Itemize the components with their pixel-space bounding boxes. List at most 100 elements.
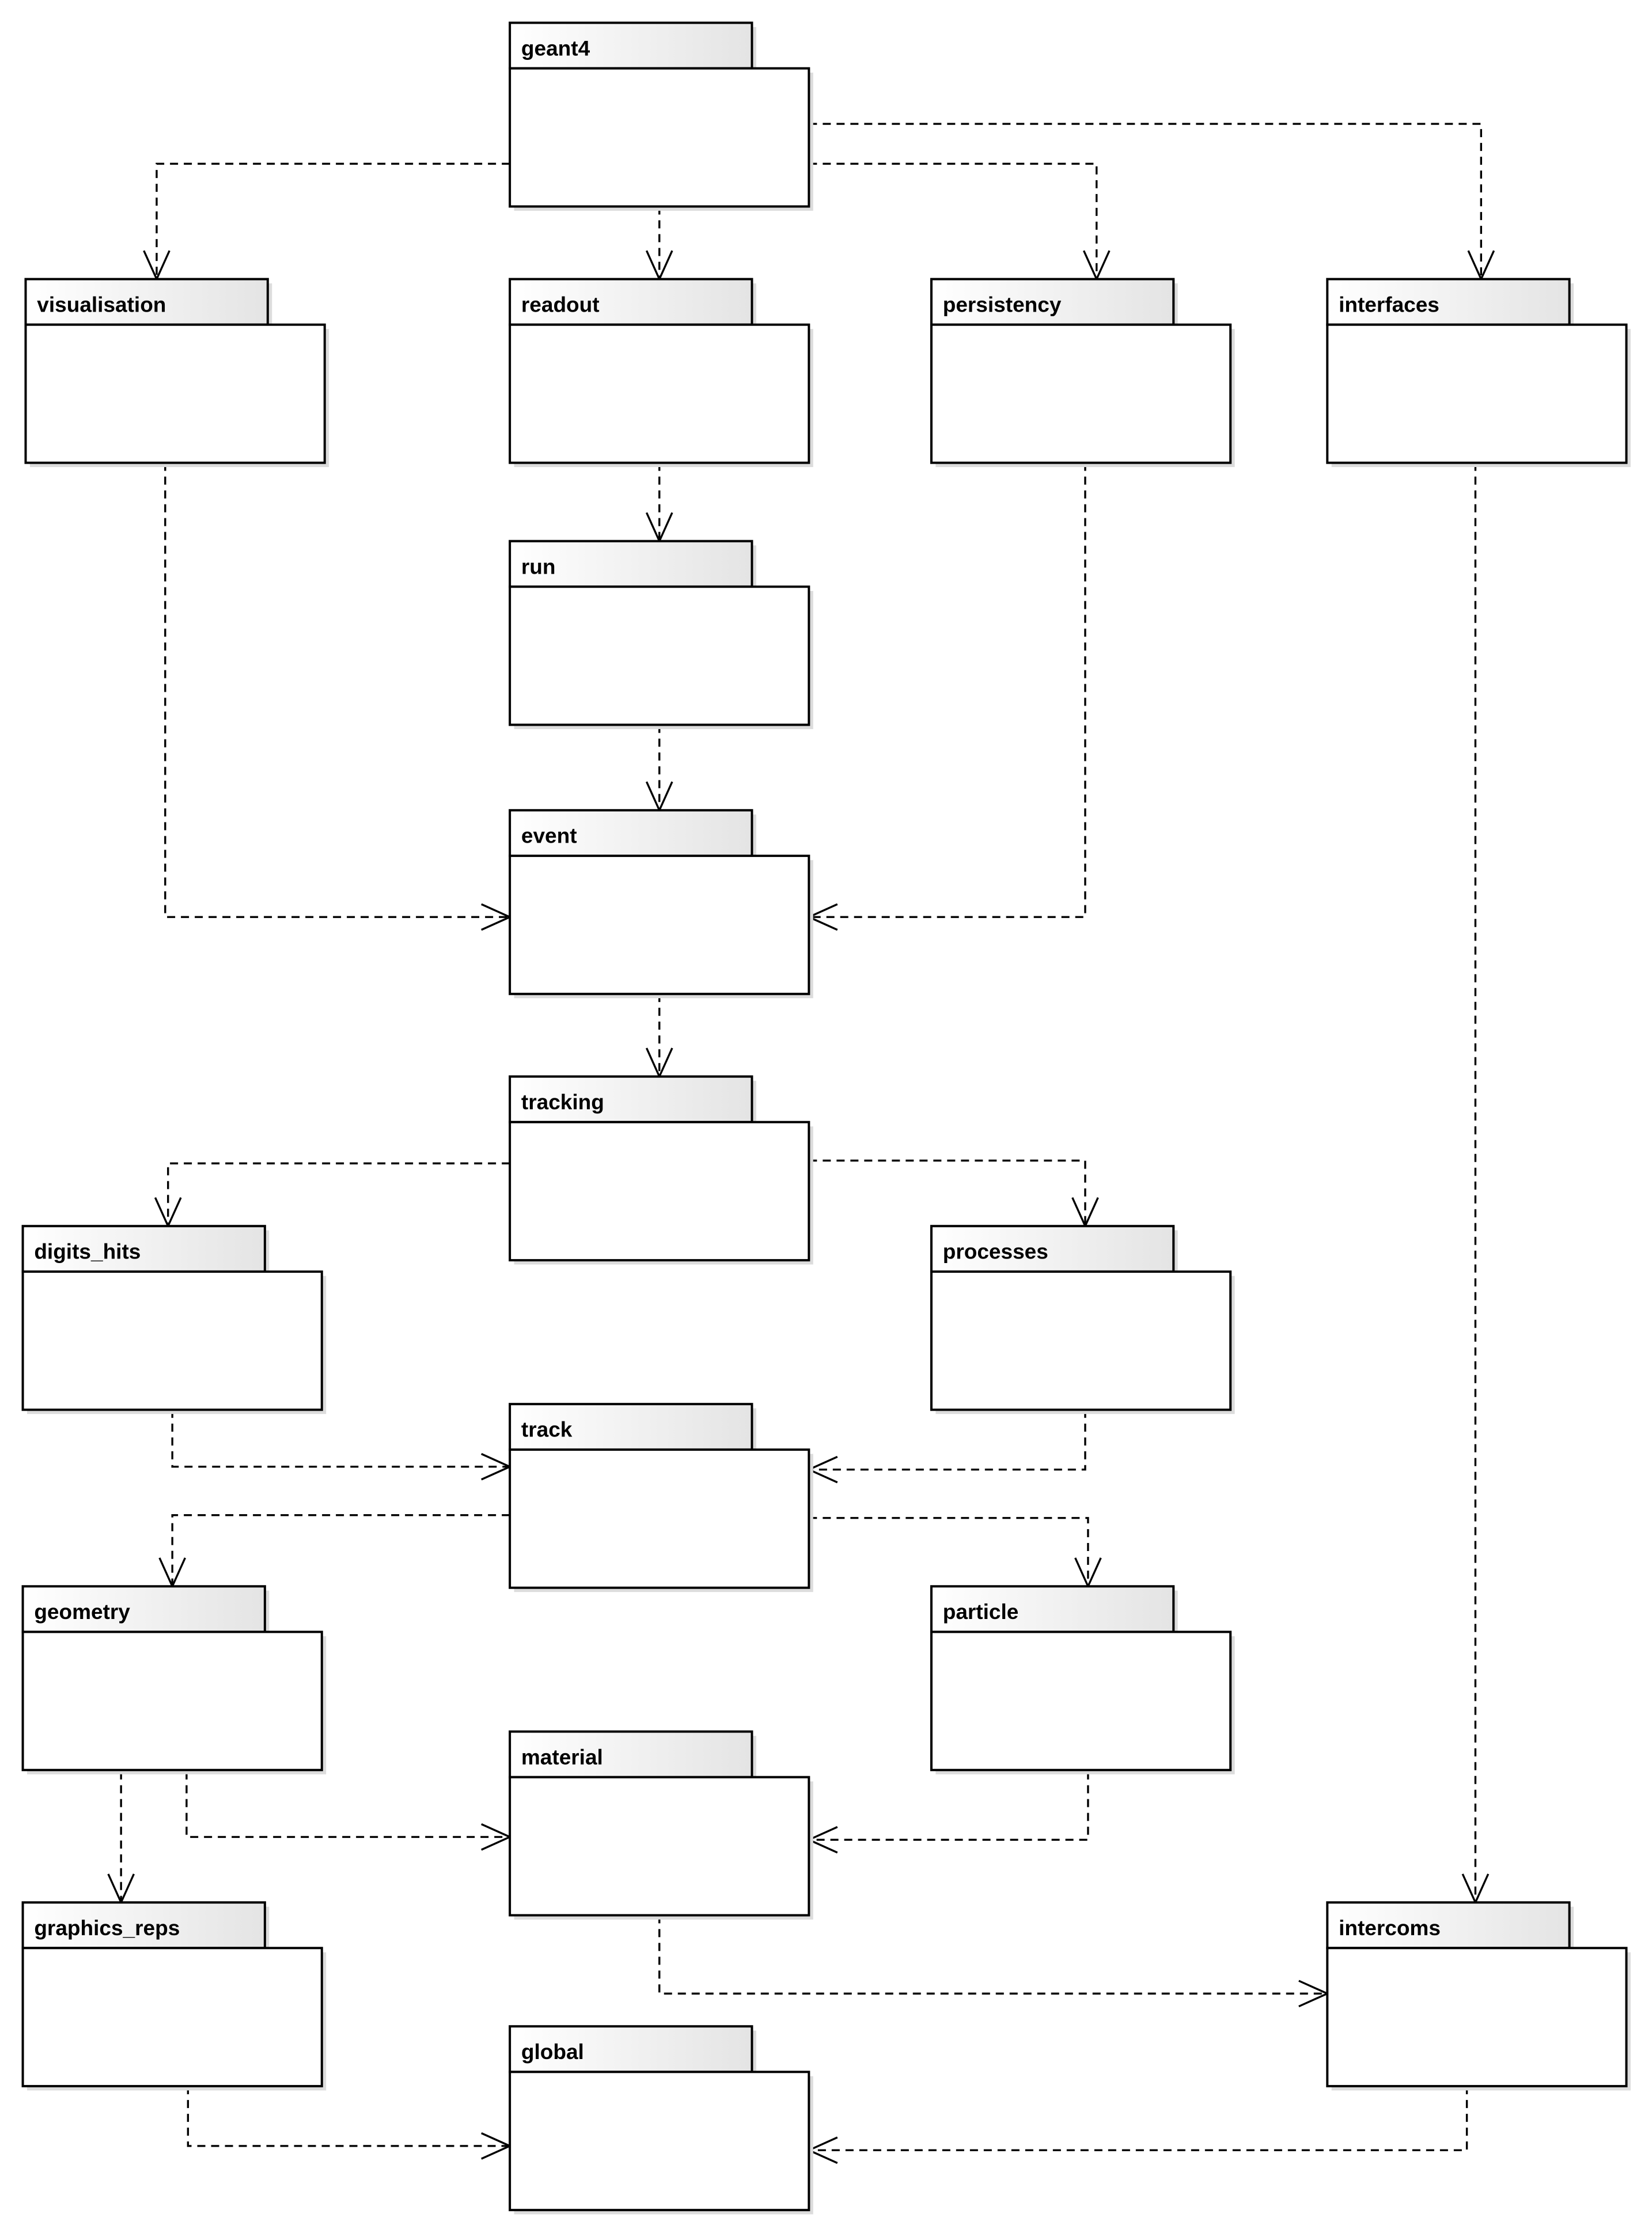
package-name-label: particle (943, 1600, 1019, 1624)
package-tab (509, 21, 753, 70)
dependency-event-to-tracking (645, 994, 673, 1079)
package-tab (1326, 1901, 1571, 1950)
dependency-line (809, 1409, 1086, 1471)
package-name-label: track (521, 1418, 573, 1442)
dependency-geant4-to-readout (645, 206, 673, 282)
dependency-line (809, 1159, 1086, 1226)
dependency-geant4-to-visualisation (143, 162, 510, 282)
dependency-tracking-to-digits_hits (154, 1162, 510, 1229)
package-geant4[interactable]: geant4 (509, 21, 813, 211)
package-body (24, 323, 326, 464)
package-intercoms[interactable]: intercoms (1326, 1901, 1631, 2091)
package-body (1326, 1947, 1628, 2088)
package-visualisation[interactable]: visualisation (24, 278, 329, 467)
package-nodes: geant4 visualisation readout persistency int… (21, 21, 1631, 2215)
package-name-label: event (521, 824, 577, 848)
dependency-particle-to-material (806, 1771, 1089, 1854)
package-digits_hits[interactable]: digits_hits (21, 1224, 327, 1415)
package-body (509, 1448, 810, 1589)
dependency-digits_hits-to-track (171, 1409, 513, 1481)
dependency-line (164, 462, 510, 918)
package-tracking[interactable]: tracking (509, 1075, 813, 1265)
package-name-label: tracking (521, 1090, 604, 1114)
package-body (21, 1631, 323, 1772)
dependency-line (658, 1915, 1328, 1995)
package-body (509, 585, 810, 726)
dependency-processes-to-track (806, 1409, 1086, 1484)
package-run[interactable]: run (509, 540, 813, 729)
package-event[interactable]: event (509, 809, 813, 999)
package-name-label: readout (521, 293, 600, 316)
package-tab (930, 278, 1175, 326)
package-graphics_reps[interactable]: graphics_reps (21, 1901, 327, 2091)
package-name-label: material (521, 1745, 603, 1769)
package-name-label: geometry (34, 1600, 130, 1624)
dependency-geant4-to-interfaces (809, 123, 1495, 282)
package-body (509, 2071, 810, 2212)
package-name-label: interfaces (1339, 293, 1439, 316)
package-body (930, 1270, 1232, 1411)
package-body (21, 1270, 323, 1411)
package-name-label: global (521, 2040, 584, 2064)
package-tab (21, 1585, 266, 1633)
package-name-label: graphics_reps (34, 1916, 180, 1940)
package-body (1326, 323, 1628, 464)
package-readout[interactable]: readout (509, 278, 813, 467)
dependency-geometry-to-material (185, 1771, 513, 1851)
package-body (930, 323, 1232, 464)
dependency-track-to-particle (809, 1516, 1102, 1589)
dependency-graphics_reps-to-global (187, 2086, 513, 2160)
package-tab (930, 1224, 1175, 1273)
package-name-label: digits_hits (34, 1240, 141, 1264)
dependency-line (809, 1516, 1089, 1587)
package-global[interactable]: global (509, 2025, 813, 2215)
dependency-line (167, 1162, 510, 1226)
dependency-line (809, 123, 1483, 279)
package-body (509, 323, 810, 464)
dependency-line (809, 162, 1098, 279)
dependency-line (187, 2086, 510, 2147)
package-body (509, 1776, 810, 1917)
dependency-run-to-event (645, 725, 673, 813)
dependency-line (809, 2086, 1468, 2152)
dependency-geometry-to-graphics_reps (107, 1771, 135, 1905)
package-body (21, 1947, 323, 2088)
dependency-line (185, 1771, 510, 1838)
package-particle[interactable]: particle (930, 1585, 1235, 1775)
package-tab (509, 2025, 753, 2073)
dependency-line (809, 1771, 1089, 1841)
package-processes[interactable]: processes (930, 1224, 1235, 1415)
package-interfaces[interactable]: interfaces (1326, 278, 1631, 467)
dependency-track-to-geometry (158, 1514, 510, 1589)
dependency-line (171, 1514, 510, 1587)
dependency-interfaces-to-intercoms (1461, 462, 1490, 1905)
dependency-tracking-to-processes (809, 1159, 1099, 1229)
package-name-label: run (521, 555, 556, 578)
dependency-intercoms-to-global (806, 2086, 1468, 2164)
package-tab (930, 1585, 1175, 1633)
dependency-material-to-intercoms (658, 1915, 1330, 2008)
package-name-label: visualisation (37, 293, 166, 316)
dependency-line (156, 162, 510, 279)
package-body (930, 1631, 1232, 1772)
package-tab (21, 1901, 266, 1950)
package-tab (509, 809, 753, 857)
package-tab (509, 278, 753, 326)
package-name-label: geant4 (521, 36, 590, 60)
package-persistency[interactable]: persistency (930, 278, 1235, 467)
package-tab (509, 1402, 753, 1451)
package-name-label: intercoms (1339, 1916, 1441, 1940)
dependency-line (809, 462, 1086, 918)
package-body (509, 1121, 810, 1262)
dependency-visualisation-to-event (164, 462, 513, 931)
dependency-geant4-to-persistency (809, 162, 1111, 282)
dependency-persistency-to-event (806, 462, 1086, 931)
package-body (509, 67, 810, 208)
package-geometry[interactable]: geometry (21, 1585, 327, 1775)
dependency-readout-to-run (645, 462, 673, 544)
package-tab (509, 1075, 753, 1124)
package-track[interactable]: track (509, 1402, 813, 1593)
package-name-label: processes (943, 1240, 1048, 1264)
package-material[interactable]: material (509, 1730, 813, 1920)
